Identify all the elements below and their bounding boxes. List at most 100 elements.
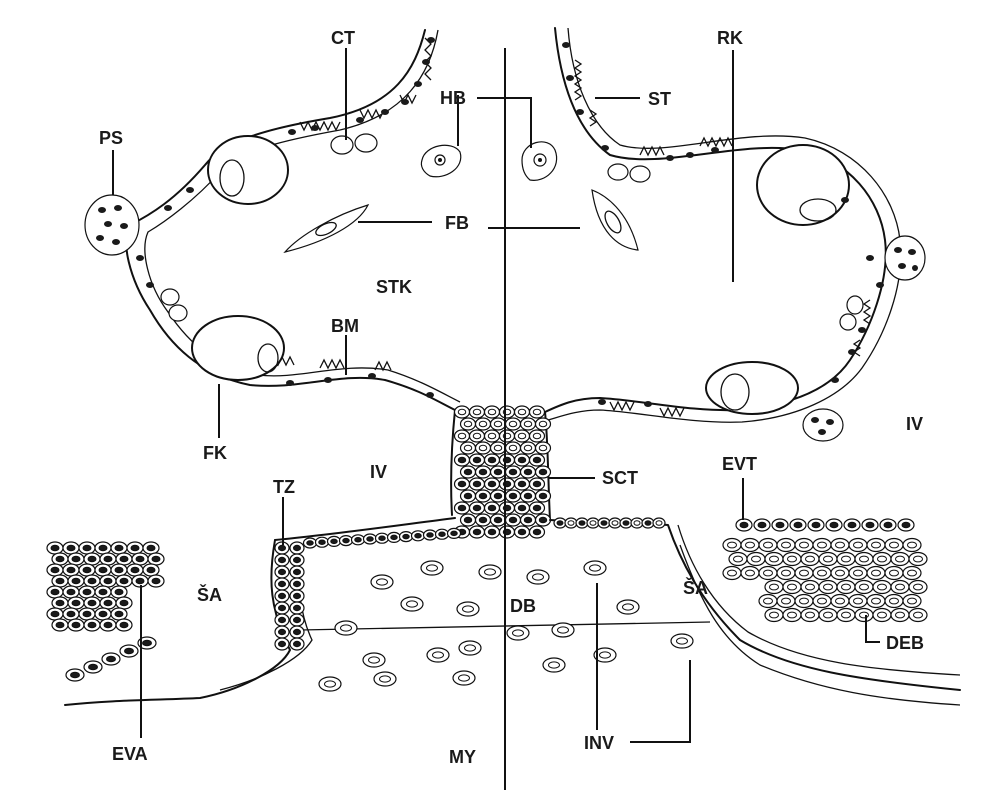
shell-cell-nucleus — [293, 568, 301, 576]
eva-cell-nucleus — [114, 588, 124, 596]
evt-cell-nucleus — [889, 541, 899, 549]
label-evt: EVT — [722, 454, 757, 474]
evt-cell-nucleus — [913, 555, 923, 563]
evt-cell-nucleus — [799, 569, 809, 577]
label-ct: CT — [331, 28, 355, 48]
evt-cell-nucleus — [835, 569, 845, 577]
label-fb: FB — [445, 213, 469, 233]
labels: CT RK HB ST PS FB STK BM FK IV IV TZ SCT… — [99, 28, 924, 767]
evt-cell-nucleus — [889, 597, 899, 605]
column-cell-nucleus — [478, 492, 488, 500]
evt-cell-nucleus — [859, 555, 869, 563]
column-cell-nucleus — [478, 420, 488, 428]
column-cell-nucleus — [538, 492, 548, 500]
evt-cell-nucleus — [841, 611, 851, 619]
evt-surface-cell-nucleus — [757, 521, 767, 529]
evt-cell-nucleus — [781, 541, 791, 549]
evt-cell-nucleus — [817, 597, 827, 605]
plate-cell-nucleus — [378, 535, 386, 541]
anchoring-cell-column — [450, 405, 552, 539]
decidual-cell-nucleus — [340, 624, 352, 632]
evt-surface-cell-nucleus — [811, 521, 821, 529]
eva-cell-nucleus — [98, 566, 108, 574]
evt-cell-nucleus — [895, 611, 905, 619]
shell-cell-nucleus — [293, 628, 301, 636]
evt-cell-nucleus — [841, 555, 851, 563]
column-cell-nucleus — [532, 504, 542, 512]
label-bm: BM — [331, 316, 359, 336]
eva-cell-nucleus — [55, 555, 65, 563]
plate-cell-nucleus — [342, 537, 350, 544]
eva-cell-nucleus — [66, 544, 76, 552]
decidual-cell-nucleus — [676, 637, 688, 645]
plate-cell-nucleus — [306, 540, 314, 546]
column-cell-nucleus — [508, 492, 518, 500]
plate-cell-nucleus — [655, 520, 663, 526]
column-cell-nucleus — [493, 516, 503, 524]
column-cell-nucleus — [457, 504, 467, 512]
column-cell-nucleus — [463, 420, 473, 428]
plate-cell-nucleus — [567, 520, 575, 526]
decidual-cell-nucleus — [512, 629, 524, 637]
right-chorionic-villus — [544, 27, 902, 423]
evt-surface-cell-nucleus — [829, 521, 839, 529]
evt-cell-nucleus — [853, 569, 863, 577]
column-cell-nucleus — [457, 480, 467, 488]
column-cell-nucleus — [532, 432, 542, 440]
evt-cell-nucleus — [853, 597, 863, 605]
evt-surface-cell-nucleus — [739, 521, 749, 529]
eva-cell-nucleus — [119, 621, 129, 629]
eva-cell-nucleus — [114, 566, 124, 574]
evt-cell-nucleus — [913, 583, 923, 591]
column-cell-nucleus — [508, 468, 518, 476]
left-chorionic-villus — [125, 29, 461, 411]
evt-cell-nucleus — [745, 569, 755, 577]
eva-cell-nucleus — [88, 663, 98, 671]
column-cell-nucleus — [523, 444, 533, 452]
eva-cell-nucleus — [151, 555, 161, 563]
evt-cell-nucleus — [907, 569, 917, 577]
evt-cell-nucleus — [877, 583, 887, 591]
eva-cell-nucleus — [119, 555, 129, 563]
column-cell-nucleus — [478, 444, 488, 452]
decidual-cell-nucleus — [458, 674, 470, 682]
evt-cell-nucleus — [871, 541, 881, 549]
decidual-cell-nucleus — [426, 564, 438, 572]
evt-cell-nucleus — [817, 569, 827, 577]
decidual-cell-nucleus — [548, 661, 560, 669]
shell-cell-nucleus — [278, 544, 286, 552]
eva-cell-nucleus — [124, 647, 134, 655]
plate-cell-nucleus — [644, 520, 652, 526]
column-cell-nucleus — [538, 444, 548, 452]
label-ps: PS — [99, 128, 123, 148]
evt-cell-nucleus — [787, 555, 797, 563]
eva-cell-nucleus — [103, 599, 113, 607]
evt-cell-nucleus — [871, 597, 881, 605]
evt-surface-cell-nucleus — [847, 521, 857, 529]
plate-cell-nucleus — [354, 537, 362, 543]
evt-cell-nucleus — [781, 569, 791, 577]
decidual-cell-nucleus — [532, 573, 544, 581]
eva-cell-nucleus — [50, 566, 60, 574]
evt-surface-cell-nucleus — [793, 521, 803, 529]
column-cell-nucleus — [517, 456, 527, 464]
column-cell-nucleus — [487, 504, 497, 512]
eva-cell-nucleus — [82, 588, 92, 596]
fibroblasts — [283, 189, 639, 254]
column-cell-nucleus — [463, 516, 473, 524]
evt-cell-nucleus — [895, 583, 905, 591]
decidual-cell-nucleus — [406, 600, 418, 608]
decidual-cell-nucleus — [484, 568, 496, 576]
column-cell-nucleus — [517, 504, 527, 512]
decidual-cell-nucleus — [376, 578, 388, 586]
plate-cell-nucleus — [438, 531, 446, 537]
eva-cell-nucleus — [146, 566, 156, 574]
label-my: MY — [449, 747, 476, 767]
evt-cell-nucleus — [799, 597, 809, 605]
label-db: DB — [510, 596, 536, 616]
column-cell-nucleus — [472, 504, 482, 512]
column-cell-nucleus — [523, 516, 533, 524]
evt-cell-nucleus — [835, 541, 845, 549]
eva-cell-nucleus — [50, 588, 60, 596]
shell-cell-nucleus — [293, 556, 301, 564]
